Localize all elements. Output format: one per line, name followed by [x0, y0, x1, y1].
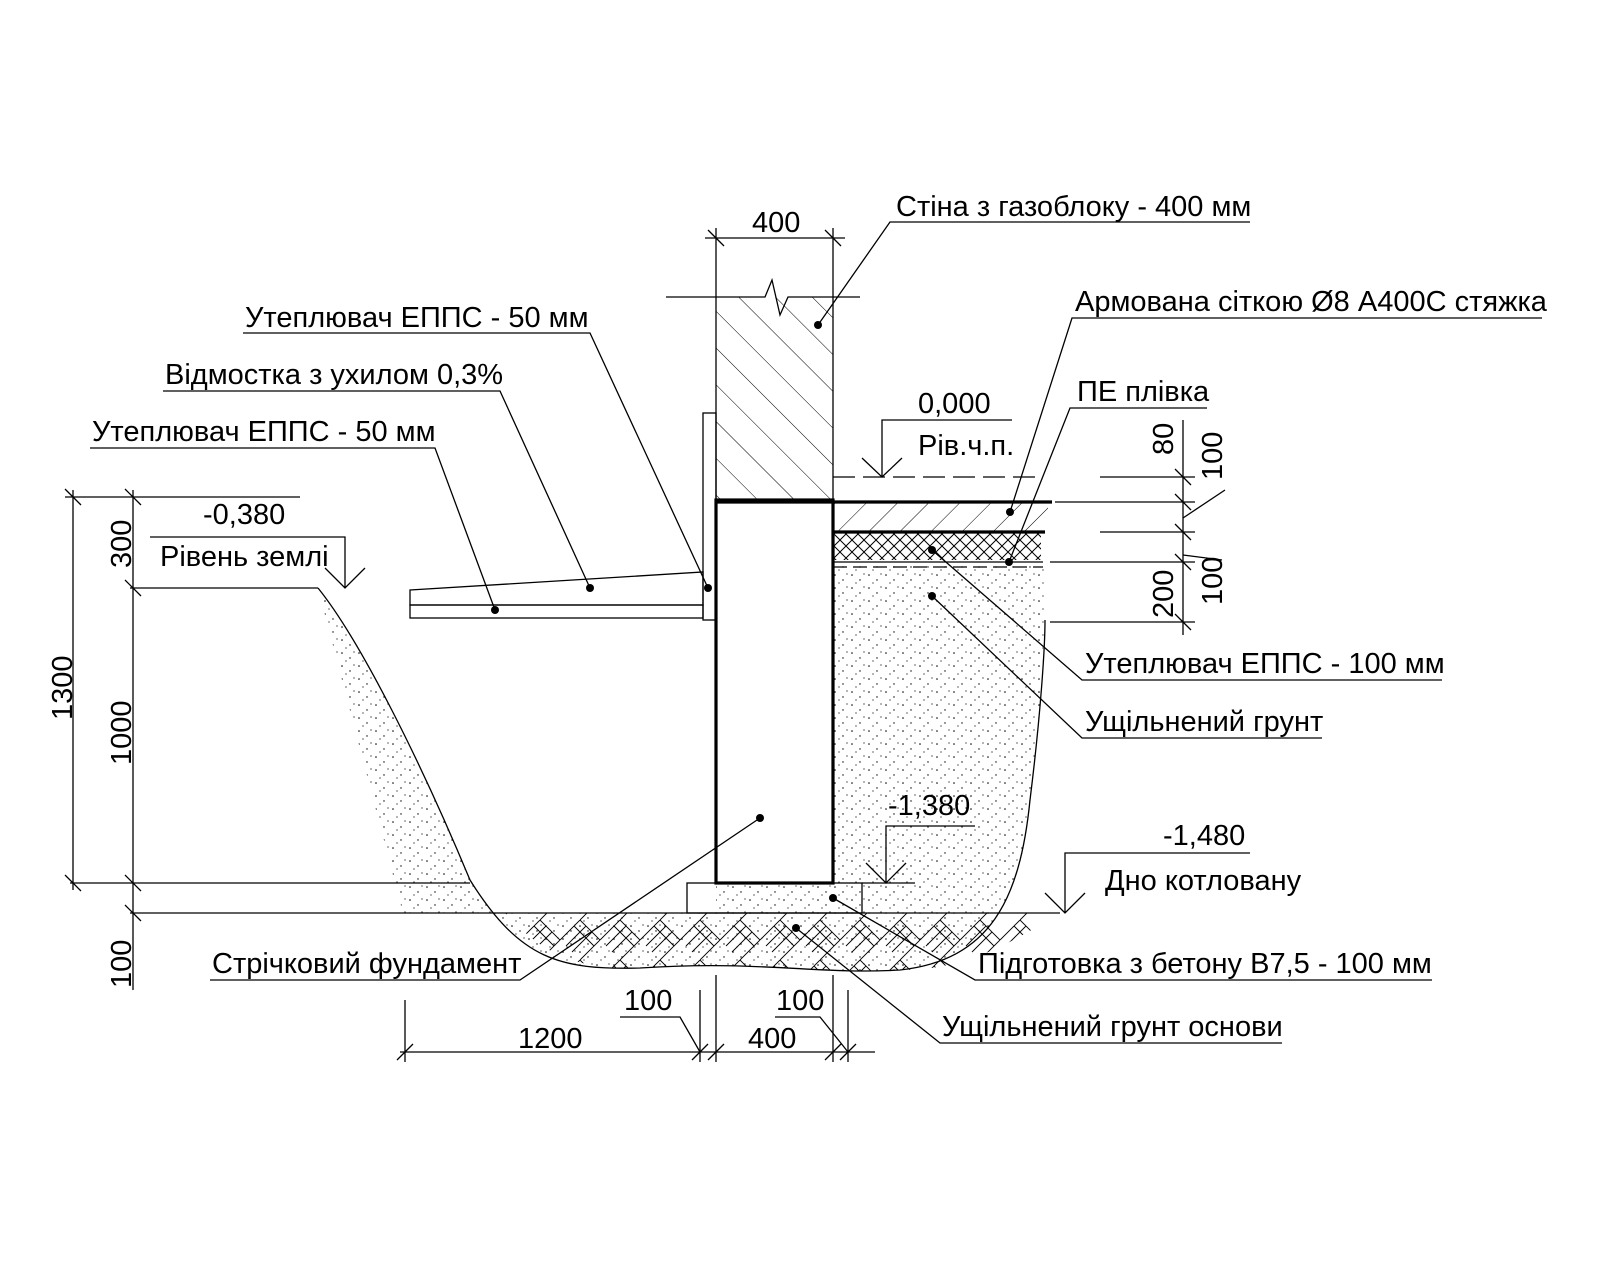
callout-floor-insulation: Утеплювач ЕППС - 100 мм — [928, 546, 1445, 681]
callout-pe-film: ПЕ плівка — [1005, 376, 1210, 566]
svg-text:-0,380: -0,380 — [203, 499, 285, 531]
dim-1200: 1200 — [518, 1023, 583, 1055]
svg-text:Утеплювач ЕППС - 100 мм: Утеплювач ЕППС - 100 мм — [1085, 648, 1445, 680]
dim-100-left: 100 — [106, 940, 138, 988]
dim-400-top: 400 — [752, 207, 800, 239]
dim-100-b: 100 — [1197, 557, 1229, 605]
svg-text:-1,480: -1,480 — [1163, 820, 1245, 852]
callout-base-soil: Ущільнений грунт основи — [792, 924, 1283, 1044]
dim-80: 80 — [1148, 423, 1180, 455]
svg-text:Дно котловану: Дно котловану — [1105, 865, 1302, 897]
callout-compacted-soil: Ущільнений грунт — [928, 592, 1323, 739]
dim-1000: 1000 — [106, 700, 138, 765]
wall-width-dimension: 400 — [705, 207, 845, 297]
dim-1300: 1300 — [47, 655, 79, 720]
blind-area-insulation — [409, 604, 704, 619]
svg-text:0,000: 0,000 — [918, 388, 991, 420]
left-dimensions: 1300 300 1000 100 — [47, 488, 142, 990]
wall-insulation — [702, 412, 717, 621]
dim-300: 300 — [106, 520, 138, 568]
svg-text:Підготовка з бетону В7,5 - 100: Підготовка з бетону В7,5 - 100 мм — [978, 948, 1432, 980]
base-soil — [505, 913, 1060, 972]
svg-text:ПЕ плівка: ПЕ плівка — [1077, 376, 1210, 408]
floor-dimensions: 80 100 200 100 — [1050, 420, 1229, 635]
level-pit: -1,480 Дно котловану — [1044, 820, 1302, 914]
svg-text:Рівень землі: Рівень землі — [160, 541, 329, 573]
dim-400-bottom: 400 — [748, 1023, 796, 1055]
callout-foundation: Стрічковий фундамент — [210, 814, 764, 981]
strip-foundation — [716, 500, 833, 883]
gas-block-wall — [716, 297, 833, 500]
floor-screed — [833, 502, 1048, 532]
break-line — [666, 277, 860, 318]
bottom-dimensions: 1200 100 400 100 — [396, 975, 875, 1062]
svg-text:Ущільнений грунт основи: Ущільнений грунт основи — [942, 1011, 1283, 1043]
level-ground: -0,380 Рівень землі — [150, 499, 366, 589]
dim-200: 200 — [1148, 570, 1180, 618]
callout-wall-insulation: Утеплювач ЕППС - 50 мм — [243, 302, 712, 592]
callout-concrete-prep: Підготовка з бетону В7,5 - 100 мм — [829, 894, 1432, 981]
svg-text:Ущільнений грунт: Ущільнений грунт — [1085, 706, 1323, 738]
blind-area — [409, 571, 704, 606]
callout-blind-insulation: Утеплювач ЕППС - 50 мм — [90, 416, 499, 614]
dim-100-bottom-right: 100 — [776, 985, 824, 1017]
svg-text:Армована сіткою Ø8 А400С стяжк: Армована сіткою Ø8 А400С стяжка — [1075, 286, 1548, 318]
callout-wall: Стіна з газоблоку - 400 мм — [814, 191, 1251, 329]
dim-100-bottom-left: 100 — [624, 985, 672, 1017]
backfill-soil — [318, 565, 1045, 972]
svg-text:Рів.ч.п.: Рів.ч.п. — [918, 430, 1014, 462]
floor-insulation — [833, 532, 1041, 560]
callout-screed: Армована сіткою Ø8 А400С стяжка — [1006, 286, 1548, 516]
svg-text:-1,380: -1,380 — [888, 790, 970, 822]
level-floor: 0,000 Рів.ч.п. — [861, 388, 1014, 478]
svg-text:Утеплювач ЕППС - 50 мм: Утеплювач ЕППС - 50 мм — [92, 416, 436, 448]
callout-blind-area: Відмостка з ухилом 0,3% — [163, 359, 594, 592]
svg-text:Стіна з газоблоку - 400 мм: Стіна з газоблоку - 400 мм — [896, 191, 1251, 223]
level-footing: -1,380 — [865, 790, 975, 884]
svg-text:Утеплювач ЕППС - 50 мм: Утеплювач ЕППС - 50 мм — [245, 302, 589, 334]
svg-text:Відмостка з ухилом 0,3%: Відмостка з ухилом 0,3% — [165, 359, 503, 391]
dim-100-a: 100 — [1197, 432, 1229, 480]
svg-text:Стрічковий фундамент: Стрічковий фундамент — [212, 948, 521, 980]
